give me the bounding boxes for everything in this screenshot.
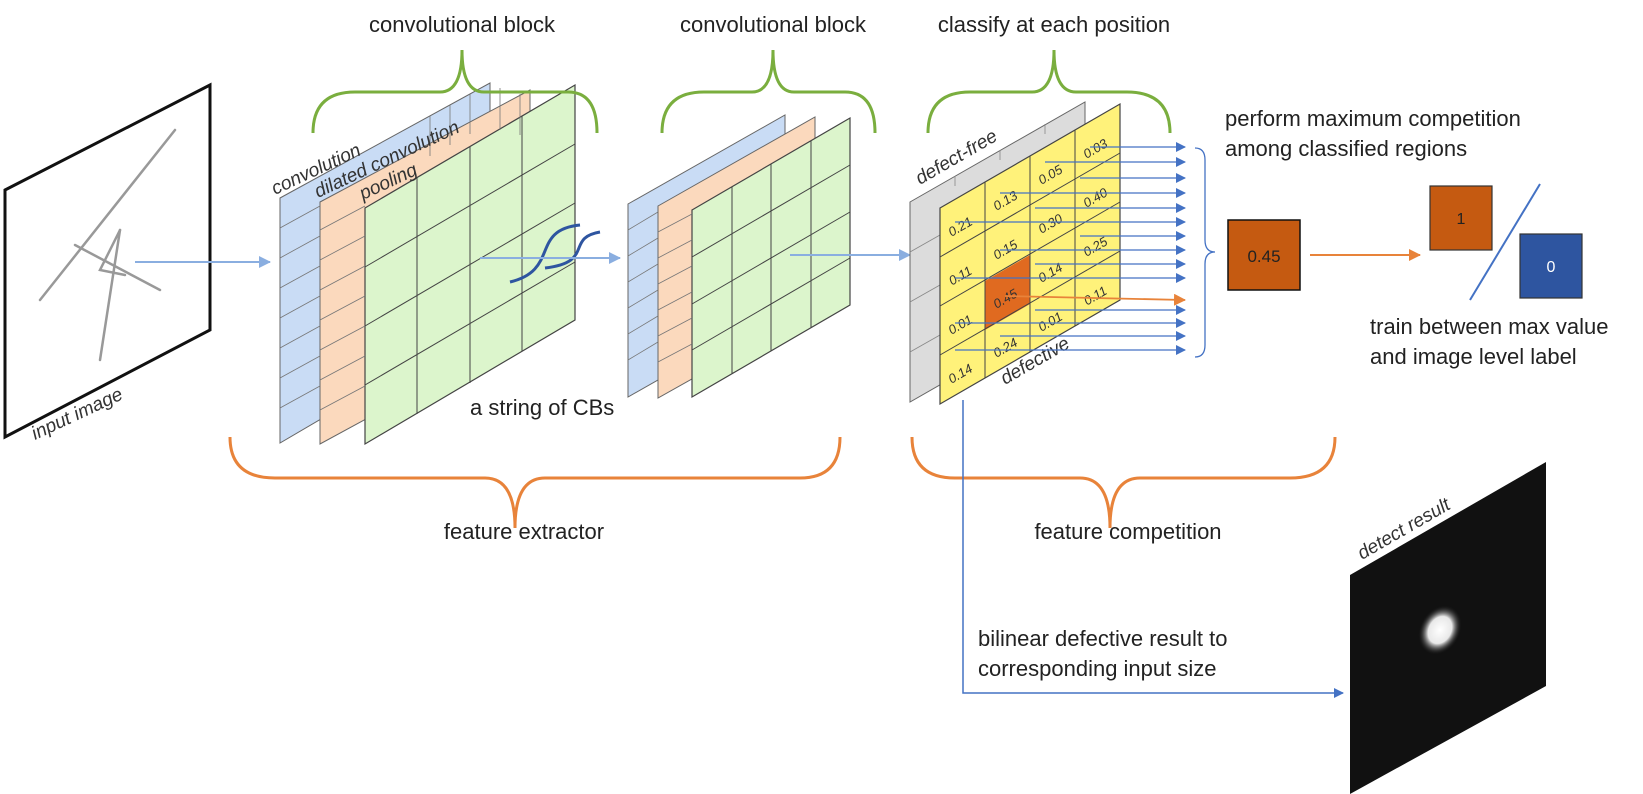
- brace-feature-extractor: [228, 436, 842, 529]
- brace-conv-block-2: [660, 49, 877, 134]
- conv-block-2: [627, 114, 851, 399]
- detect-result-image: detect result: [1350, 462, 1546, 794]
- max-value-box: 0.45: [1227, 219, 1301, 291]
- train-text-line1: train between max value: [1370, 314, 1608, 339]
- max-value-arrow: [1004, 293, 1186, 306]
- string-of-cbs-label: a string of CBs: [470, 395, 614, 420]
- top-braces: [311, 49, 1172, 134]
- detected-defect-blob: [1418, 605, 1462, 655]
- input-image: input image: [3, 82, 212, 445]
- train-text-line2: and image level label: [1370, 344, 1577, 369]
- conv-block-2-label: convolutional block: [680, 12, 867, 37]
- arrow-grid-to-detect-result: [962, 400, 1344, 698]
- brace-feature-competition: [910, 436, 1337, 529]
- label-zero-box: [1519, 233, 1583, 299]
- classify-label: classify at each position: [938, 12, 1170, 37]
- perform-text-line2: among classified regions: [1225, 136, 1467, 161]
- label-separator: [1469, 183, 1541, 301]
- feature-competition-label: feature competition: [1034, 519, 1221, 544]
- brace-classify: [926, 49, 1172, 134]
- image-level-labels: 1 0: [1429, 183, 1583, 301]
- conv-block-1-label: convolutional block: [369, 12, 556, 37]
- brace-conv-block-1: [311, 49, 599, 134]
- conv-block-1: convolution dilated convolution pooling …: [268, 82, 614, 446]
- feature-extractor-label: feature extractor: [444, 519, 604, 544]
- perform-text-line1: perform maximum competition: [1225, 106, 1521, 131]
- competition-arrows: [955, 142, 1216, 358]
- classification-grid: 0.210.130.050.030.110.150.300.400.010.45…: [909, 101, 1121, 406]
- max-value-text: 0.45: [1247, 247, 1280, 266]
- bilinear-text-line1: bilinear defective result to: [978, 626, 1227, 651]
- label-one-text: 1: [1457, 211, 1466, 228]
- bottom-braces: [228, 436, 1337, 529]
- label-one-box: [1429, 185, 1493, 251]
- max-cell-highlight: [985, 255, 1030, 330]
- label-zero-text: 0: [1547, 259, 1556, 276]
- bilinear-text-line2: corresponding input size: [978, 656, 1216, 681]
- string-of-cbs-symbol: [509, 223, 601, 284]
